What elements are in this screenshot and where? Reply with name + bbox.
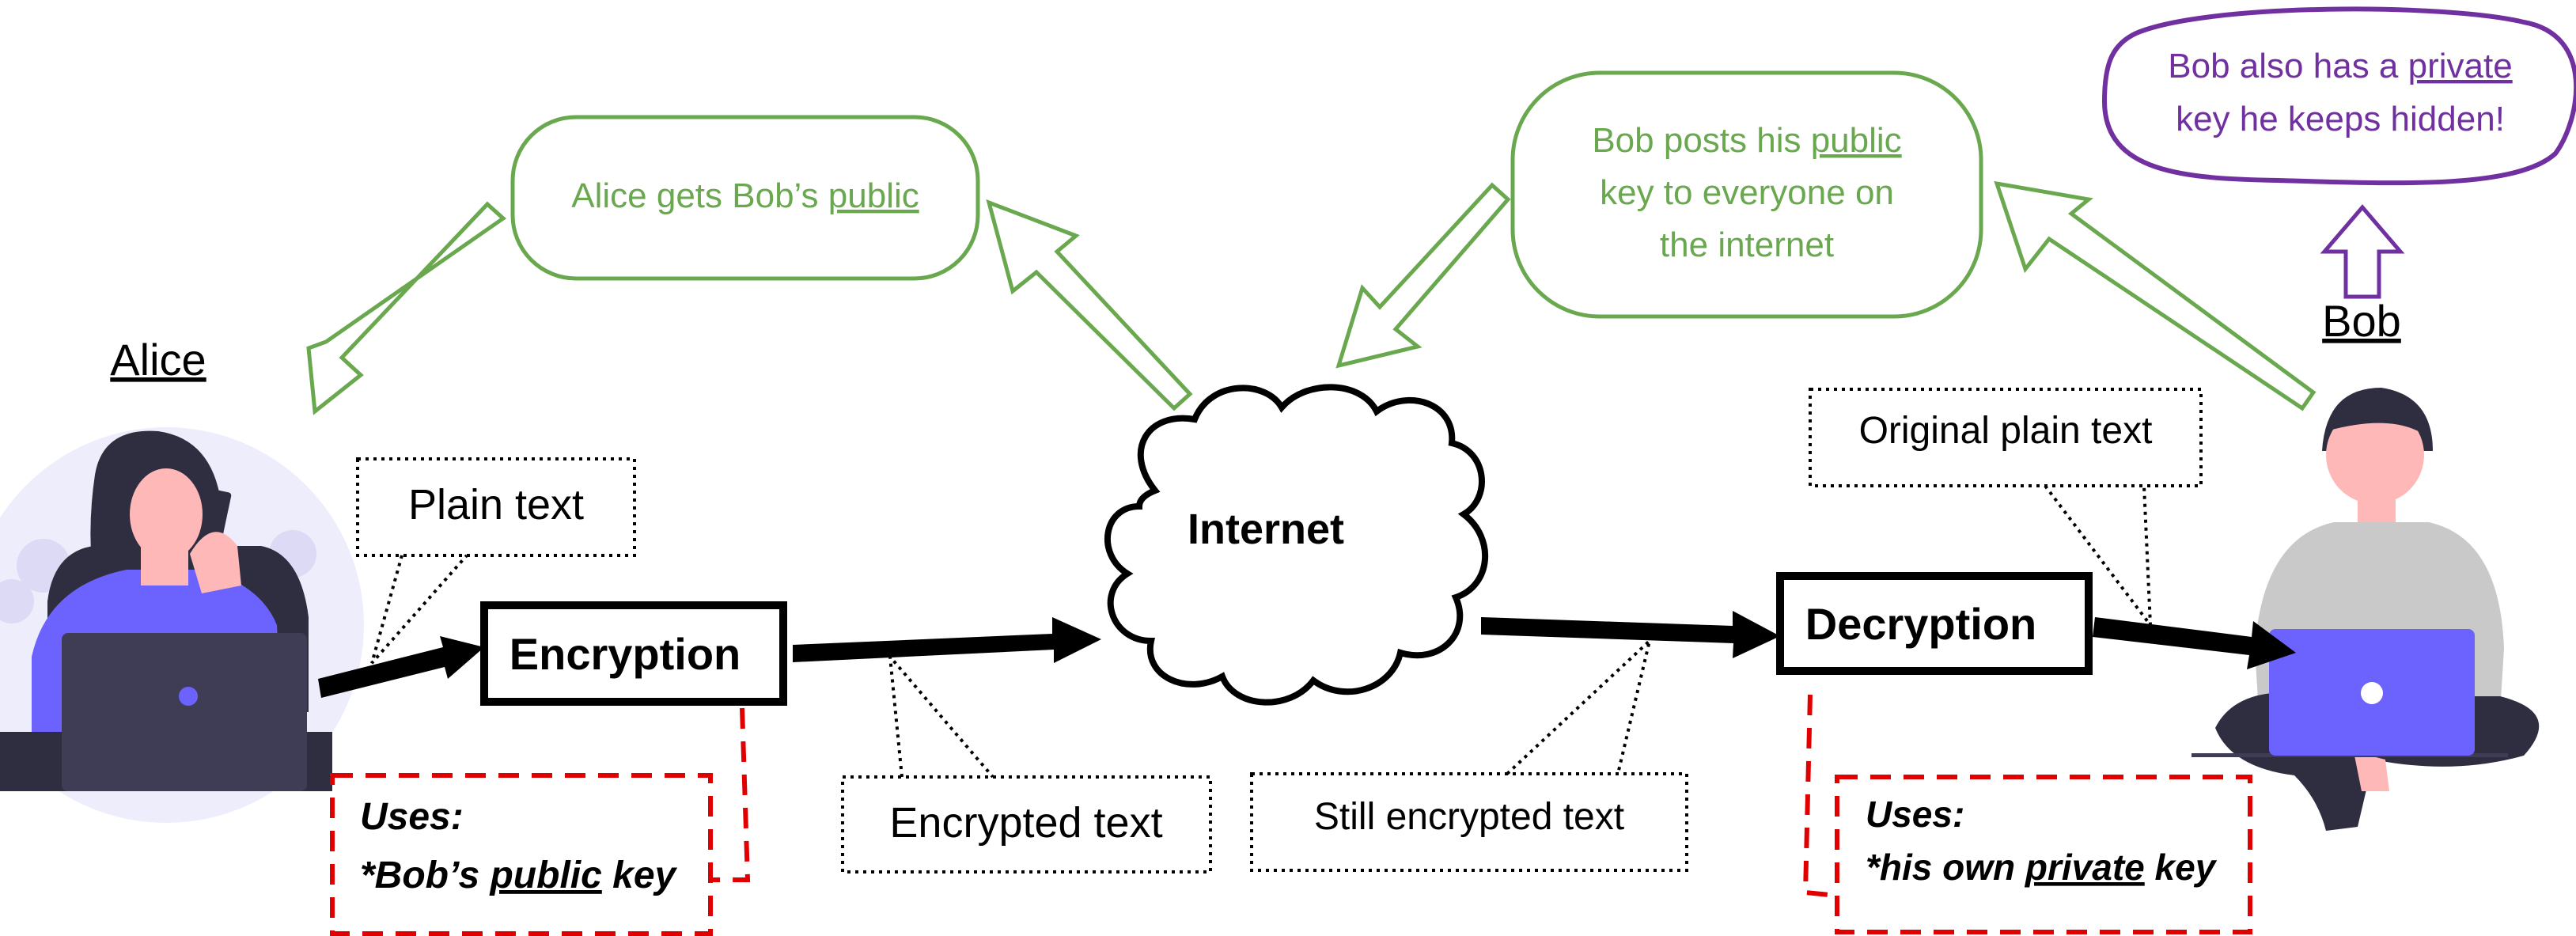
alice-person-illustration [0,427,364,823]
laptop-icon [62,633,307,791]
bob-posts-bubble: Bob posts his public key to everyone on … [1510,70,1983,319]
encryption-label: Encryption [510,629,741,679]
purple-up-arrow [2320,204,2405,299]
still-encrypted-text-label: Still encrypted text [1314,796,1624,838]
uses-bob-title: Uses: [1866,794,1964,835]
uses-bob-line: *his own private key [1866,847,2218,888]
decryption-box: Decryption [1776,572,2093,675]
plain-text-callout [356,457,636,665]
green-arrows [306,180,2317,415]
bob-private-line2: key he keeps hidden! [2176,100,2505,138]
bob-private-bubble: Bob also has a private key he keeps hidd… [2101,6,2576,186]
bob-posts-line2: key to everyone on [1600,173,1894,212]
alice-label: Alice [110,335,206,385]
original-plain-text-label: Original plain text [1859,410,2153,452]
alice-gets-text: Alice gets Bob’s public [571,176,919,215]
encrypted-text-callout [841,651,1212,873]
cloud-icon: Internet [1104,384,1489,706]
uses-alice-title: Uses: [360,796,464,838]
uses-bob-box [1802,694,2252,934]
uses-alice-line: *Bob’s public key [360,855,678,896]
plain-text-label: Plain text [408,481,584,529]
decryption-label: Decryption [1805,599,2037,649]
still-encrypted-text-callout [1250,636,1688,872]
flow-arrows [318,611,2296,698]
alice-gets-bubble: Alice gets Bob’s public [510,115,980,281]
bob-person-illustration [2191,388,2540,831]
laptop-icon [2269,629,2475,756]
encrypted-text-label: Encrypted text [889,799,1162,847]
bob-posts-line1: Bob posts his public [1592,121,1901,160]
bob-label: Bob [2322,296,2401,346]
internet-label: Internet [1188,506,1344,553]
encryption-box: Encryption [480,601,787,706]
bob-private-line1: Bob also has a private [2168,47,2512,85]
original-plain-text-callout [1809,388,2203,631]
bob-posts-line3: the internet [1660,225,1834,264]
uses-alice-box [330,707,751,936]
